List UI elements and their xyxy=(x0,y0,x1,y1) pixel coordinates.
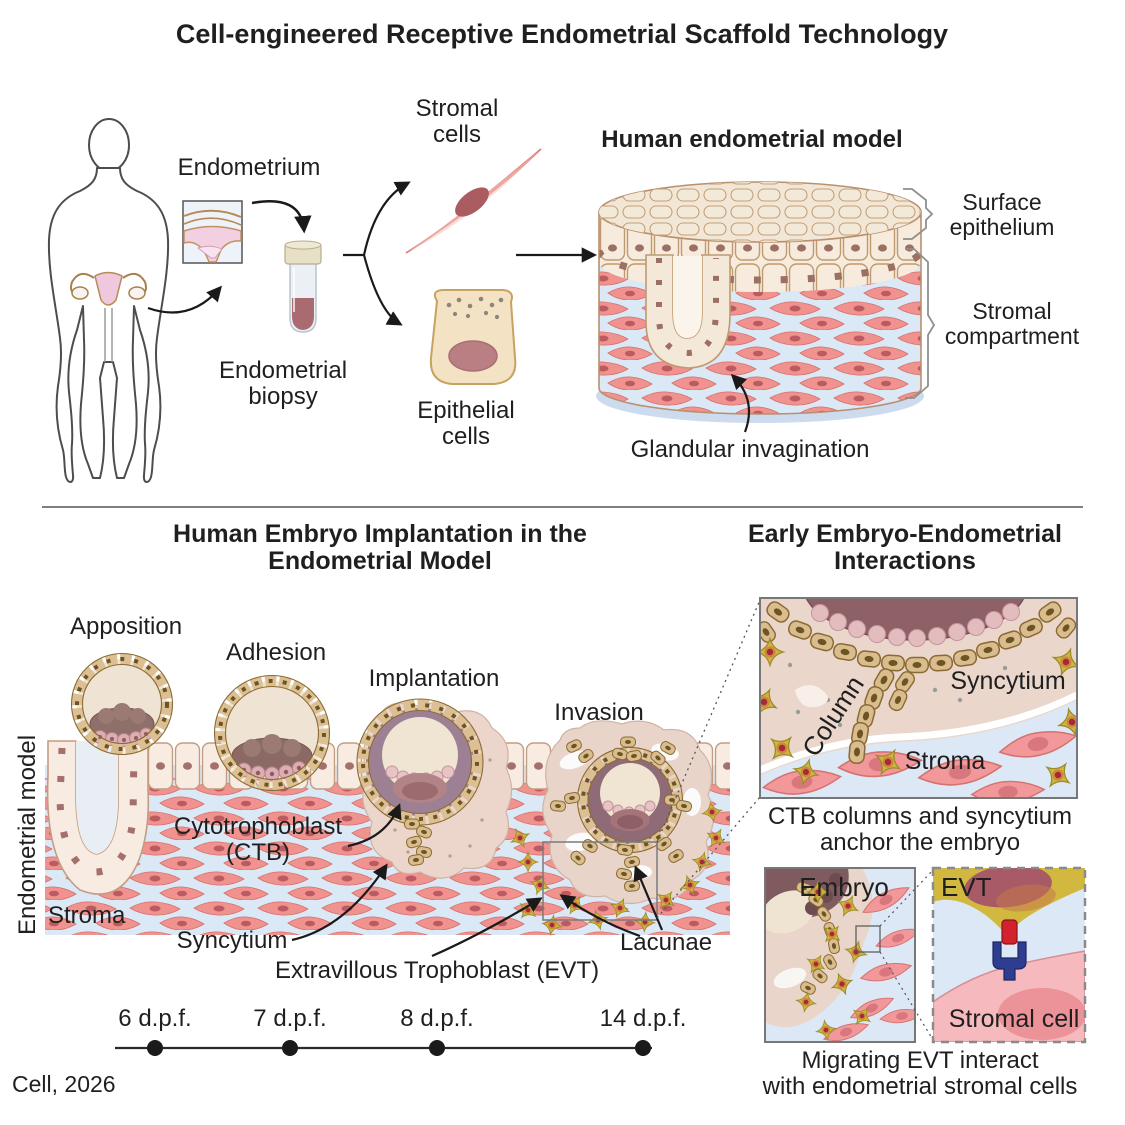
axis-label-endometrial-model: Endometrial model xyxy=(14,734,42,936)
human-body-illustration xyxy=(47,118,170,483)
figure-title: Cell-engineered Receptive Endometrial Sc… xyxy=(175,19,949,49)
gland-invagination-model xyxy=(645,254,731,369)
label-evt: Extravillous Trophoblast (EVT) xyxy=(274,957,600,984)
invasion-zoom-box xyxy=(542,841,658,921)
arrow-inset-to-tube xyxy=(251,199,312,234)
embryo-implantation xyxy=(356,698,513,879)
label-invasion: Invasion xyxy=(554,699,644,726)
label-glandular-invagination: Glandular invagination xyxy=(630,436,870,463)
dotted-connectors xyxy=(656,599,761,919)
inset3-label-stromal-cell: Stromal cell xyxy=(948,1005,1080,1033)
inset1-label-stroma: Stroma xyxy=(904,747,986,775)
arrow-gland-label xyxy=(730,373,751,433)
label-syncytium: Syncytium xyxy=(176,927,288,954)
uterus-in-body xyxy=(70,271,147,362)
timeline-label-8dpf: 8 d.p.f. xyxy=(400,1005,474,1032)
embryo-apposition xyxy=(70,652,174,756)
label-model-title: Human endometrial model xyxy=(601,126,903,153)
inset-evt-stromal xyxy=(931,866,1087,1044)
stromal-cell-illustration xyxy=(405,148,542,254)
inset-embryo-evt xyxy=(764,867,934,1043)
label-stroma: Stroma xyxy=(48,902,126,929)
citation: Cell, 2026 xyxy=(12,1071,116,1097)
label-arrows xyxy=(291,803,664,958)
inset1-label-syncytium: Syncytium xyxy=(950,667,1066,695)
label-endometrium: Endometrium xyxy=(177,154,321,181)
timeline-label-6dpf: 6 d.p.f. xyxy=(118,1005,192,1032)
gland-invagination-left xyxy=(46,740,150,895)
receptor-icon xyxy=(992,919,1027,981)
inset3-label-evt: EVT xyxy=(941,872,992,902)
label-adhesion: Adhesion xyxy=(225,639,327,666)
timeline-label-14dpf: 14 d.p.f. xyxy=(599,1005,687,1032)
label-apposition: Apposition xyxy=(69,613,183,640)
inset-anchor xyxy=(759,597,1078,799)
endometrial-model-illustration xyxy=(596,181,924,423)
endometrium-inset-box xyxy=(182,200,243,264)
branch-arrows xyxy=(343,181,598,326)
timeline-label-7dpf: 7 d.p.f. xyxy=(253,1005,327,1032)
inset2-label-embryo: Embryo xyxy=(799,872,889,902)
label-implantation: Implantation xyxy=(368,665,500,692)
label-ctb: Cytotrophoblast(CTB) xyxy=(173,813,343,866)
label-lacunae: Lacunae xyxy=(619,929,713,956)
embryo-adhesion xyxy=(213,674,331,792)
timeline xyxy=(115,1040,652,1056)
arrow-uterus-to-inset xyxy=(147,285,223,314)
biopsy-tube xyxy=(284,240,322,333)
epithelial-cell-illustration xyxy=(429,289,517,385)
implantation-illustration xyxy=(45,652,730,937)
model-brackets xyxy=(903,188,936,399)
